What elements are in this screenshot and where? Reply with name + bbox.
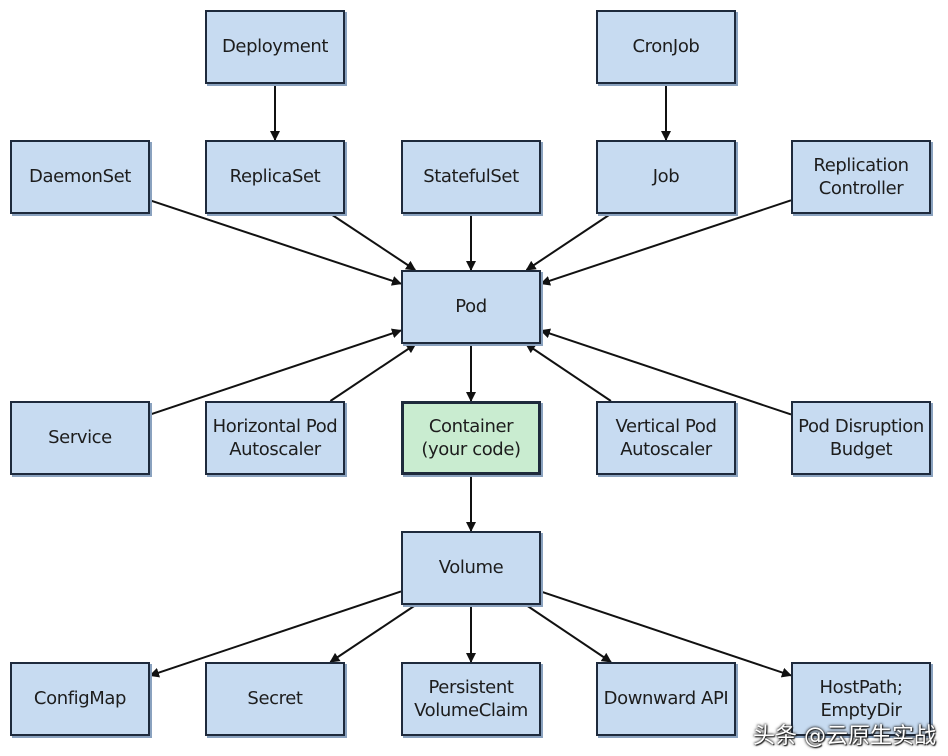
secret-node: Secret xyxy=(205,662,345,736)
watermark: 头条 @云原生实战 xyxy=(753,724,936,749)
arrow-daemonset-to-pod xyxy=(149,199,402,286)
job-node: Job xyxy=(596,140,736,214)
arrow-hpa-to-pod xyxy=(329,343,417,402)
volume-node: Volume xyxy=(401,531,541,605)
arrow-replicaset-to-pod xyxy=(330,213,417,271)
pod-node: Pod xyxy=(401,270,541,344)
arrow-vpa-to-pod xyxy=(525,343,612,402)
arrow-volume-to-configmap xyxy=(149,590,402,678)
pod-disruption-budget-node: Pod Disruption Budget xyxy=(791,401,931,475)
replication-controller-node: Replication Controller xyxy=(791,140,931,214)
arrow-pdb-to-pod xyxy=(540,328,792,416)
arrow-volume-to-hostpath xyxy=(540,590,792,678)
service-node: Service xyxy=(10,401,150,475)
replicaset-node: ReplicaSet xyxy=(205,140,345,214)
cronjob-node: CronJob xyxy=(596,10,736,84)
container-node: Container (your code) xyxy=(401,401,541,475)
hostpath-emptydir-node: HostPath; EmptyDir xyxy=(791,662,931,736)
arrow-volume-to-downward_api xyxy=(525,604,612,663)
arrow-volume-to-secret xyxy=(329,604,417,663)
arrow-job-to-pod xyxy=(525,213,612,271)
horizontal-pod-autoscaler-node: Horizontal Pod Autoscaler xyxy=(205,401,345,475)
arrow-service-to-pod xyxy=(149,328,402,416)
configmap-node: ConfigMap xyxy=(10,662,150,736)
downward-api-node: Downward API xyxy=(596,662,736,736)
vertical-pod-autoscaler-node: Vertical Pod Autoscaler xyxy=(596,401,736,475)
arrow-replication_controller-to-pod xyxy=(540,199,792,286)
persistent-volume-claim-node: Persistent VolumeClaim xyxy=(401,662,541,736)
daemonset-node: DaemonSet xyxy=(10,140,150,214)
statefulset-node: StatefulSet xyxy=(401,140,541,214)
deployment-node: Deployment xyxy=(205,10,345,84)
